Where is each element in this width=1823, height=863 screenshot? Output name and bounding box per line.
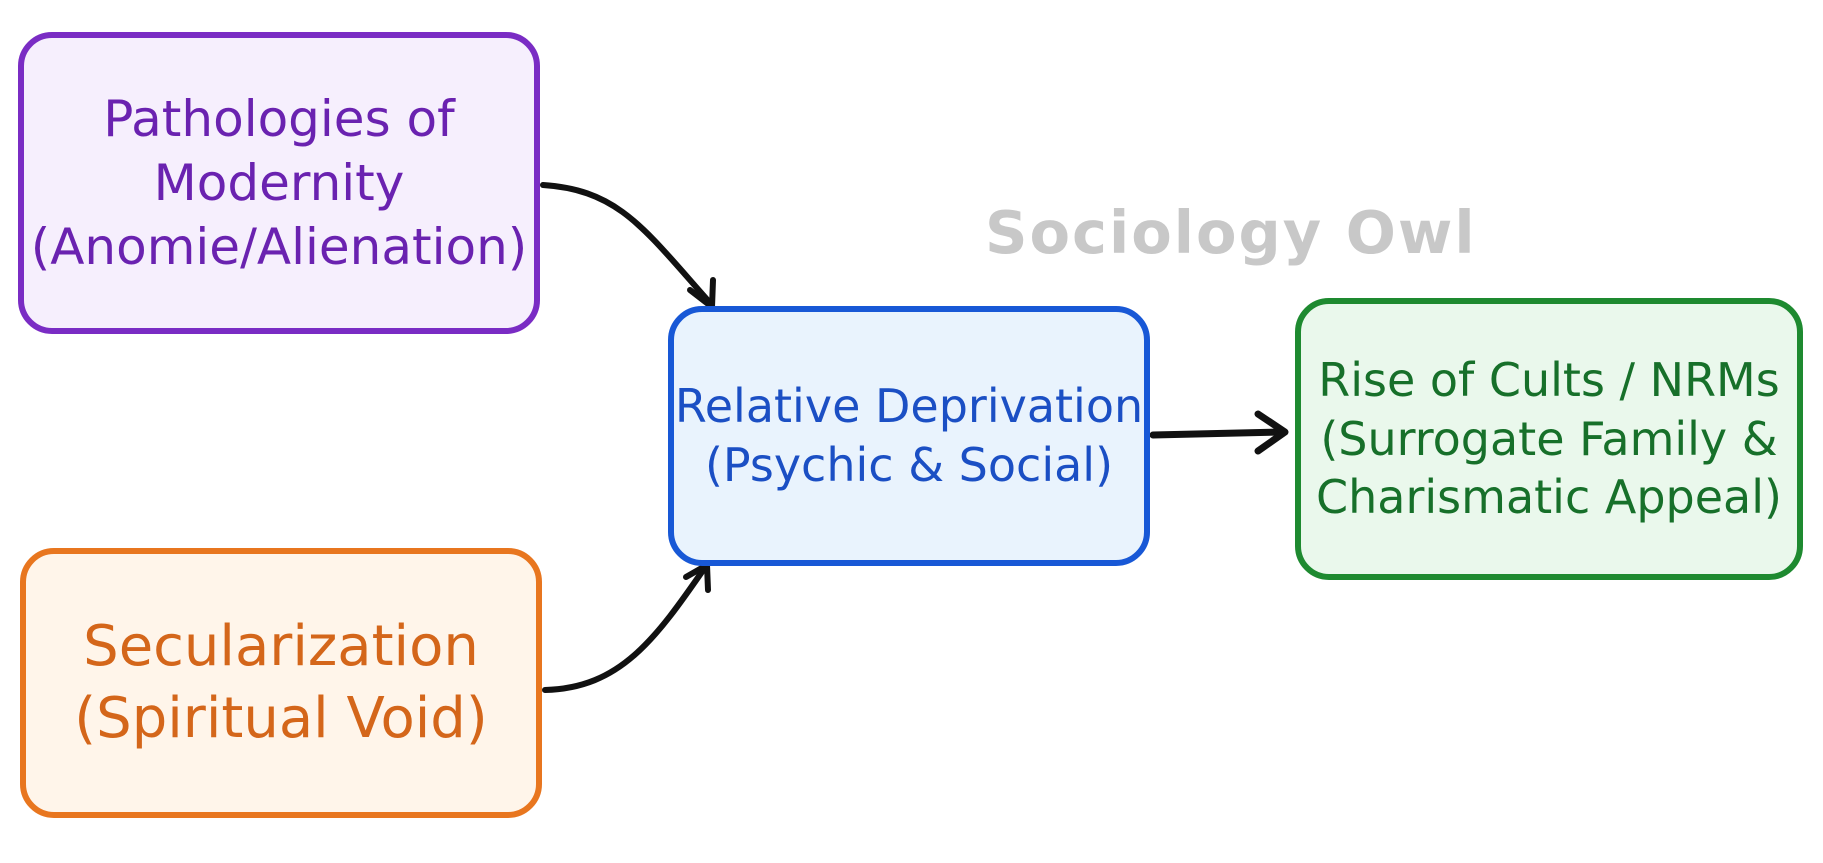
- node-label-line: Rise of Cults / NRMs: [1318, 352, 1780, 407]
- node-label-line: Relative Deprivation: [674, 379, 1144, 434]
- node-label-line: (Anomie/Alienation): [30, 218, 528, 276]
- node-label-line: (Spiritual Void): [74, 686, 488, 751]
- node-label-line: (Surrogate Family &: [1320, 411, 1778, 466]
- node-label-line: Secularization: [83, 614, 479, 680]
- arrow-relative-deprivation-to-rise-of-cults: [1149, 428, 1286, 439]
- arrowhead-rise-of-cults: [1254, 410, 1289, 455]
- node-label-line: (Psychic & Social): [704, 438, 1114, 492]
- node-pathologies-of-modernity: Pathologies of Modernity (Anomie/Alienat…: [18, 32, 540, 334]
- arrow-pathologies-to-relative-deprivation: [540, 182, 715, 308]
- node-secularization: Secularization (Spiritual Void): [20, 548, 542, 818]
- node-label-line: Pathologies of: [103, 90, 455, 148]
- arrow-secularization-to-relative-deprivation: [542, 563, 709, 693]
- node-rise-of-cults-nrms: Rise of Cults / NRMs (Surrogate Family &…: [1295, 298, 1803, 580]
- node-label-line: Charismatic Appeal): [1316, 470, 1782, 525]
- watermark-sociology-owl: Sociology Owl: [985, 198, 1477, 267]
- node-label-line: Modernity: [153, 154, 405, 212]
- node-relative-deprivation: Relative Deprivation (Psychic & Social): [668, 306, 1150, 566]
